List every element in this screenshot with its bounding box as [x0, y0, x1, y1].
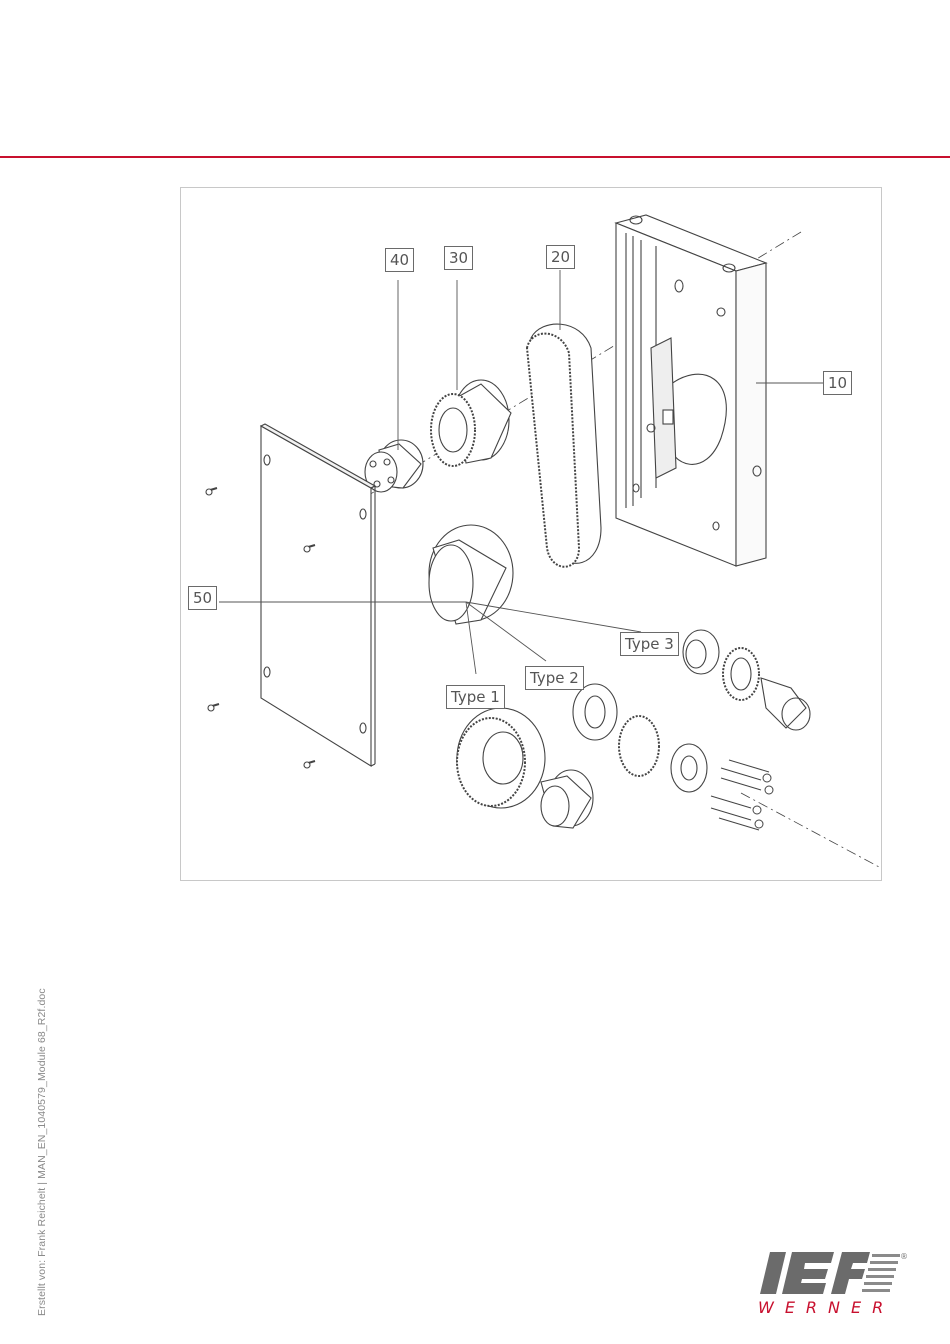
ief-werner-logo: ® WERNER	[756, 1250, 916, 1320]
callout-50: 50	[188, 586, 217, 610]
callout-type-3: Type 3	[620, 632, 679, 656]
pulley-part-50	[429, 525, 513, 624]
belt-part-20	[527, 324, 601, 567]
type-3-parts	[683, 630, 810, 730]
registered-mark: ®	[900, 1252, 908, 1261]
document-source-note: Erstellt von: Frank Reichelt | MAN_EN_10…	[36, 988, 48, 1316]
callout-10: 10	[823, 371, 852, 395]
type-1-parts	[457, 708, 593, 828]
type-2-parts	[573, 684, 773, 830]
callout-40: 40	[385, 248, 414, 272]
callout-type-2: Type 2	[525, 666, 584, 690]
clamp-hub-part-40	[365, 440, 423, 492]
header-rule	[0, 156, 950, 158]
pulley-part-30	[431, 380, 511, 466]
callout-20: 20	[546, 245, 575, 269]
callout-type-1: Type 1	[446, 685, 505, 709]
cover-plate	[261, 424, 375, 766]
exploded-view-drawing	[181, 188, 883, 882]
exploded-view-figure: 40 30 20 10 50 Type 3 Type 2 Type 1	[180, 187, 882, 881]
logo-wordmark: WERNER	[758, 1298, 894, 1317]
axis-lower	[741, 793, 881, 868]
callout-30: 30	[444, 246, 473, 270]
housing-part-10	[616, 215, 766, 566]
ief-logo-mark	[756, 1250, 906, 1296]
